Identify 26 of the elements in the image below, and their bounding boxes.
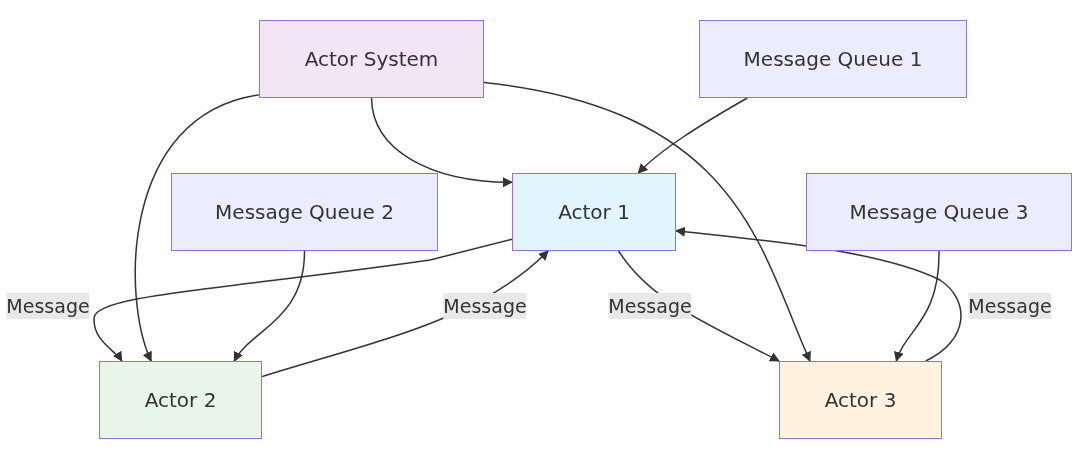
- process-box: [259, 20, 484, 98]
- arrow: [233, 250, 306, 362]
- edge-label: Message: [608, 293, 692, 319]
- process-box: [171, 173, 438, 251]
- node-label: Actor 3: [824, 388, 897, 412]
- node-label: Message Queue 1: [743, 47, 923, 71]
- node-label: Actor 1: [558, 200, 630, 224]
- process-box: [806, 173, 1072, 251]
- arrow: [675, 226, 962, 362]
- arrow: [370, 97, 513, 187]
- arrow: [637, 97, 748, 174]
- node-label: Actor 2: [144, 388, 217, 412]
- process-box: [699, 20, 967, 98]
- node-label: Actor System: [304, 47, 439, 71]
- edge-label: Message: [968, 293, 1052, 319]
- node-label: Message Queue 2: [215, 200, 394, 224]
- process-box: [99, 361, 262, 439]
- arrow: [483, 81, 812, 362]
- arrow: [93, 238, 513, 362]
- process-box: [512, 173, 676, 251]
- process-box: [779, 361, 942, 439]
- arrow: [894, 250, 940, 362]
- node-label: Message Queue 3: [849, 200, 1029, 224]
- edge-label: Message: [6, 293, 90, 319]
- arrow: [134, 94, 260, 362]
- edge-label: Message: [443, 293, 527, 319]
